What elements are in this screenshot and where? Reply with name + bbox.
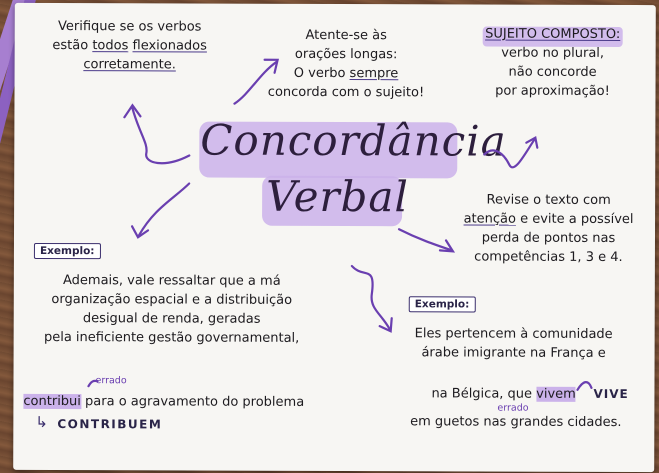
arrow-to-top-center	[233, 60, 278, 105]
arrow-correction-right	[576, 381, 593, 391]
arrow-to-right-example-head	[378, 317, 393, 333]
arrow-to-right-tip	[397, 228, 454, 252]
arrow-to-left-example-head	[130, 225, 150, 239]
arrow-to-top-center-head	[263, 58, 280, 74]
arrow-to-right-example	[350, 264, 391, 331]
connector-arrows	[87, 58, 593, 391]
arrow-error-left	[87, 379, 99, 388]
mind-map-sheet: Concordância Verbal Verifique se os verb…	[13, 2, 656, 473]
arrow-to-top-left-head	[123, 103, 142, 119]
arrow-to-left-example	[137, 182, 191, 237]
arrow-to-top-left	[131, 107, 191, 165]
arrow-to-right-tip-head	[438, 239, 456, 253]
arrow-to-top-right-head	[525, 136, 539, 149]
arrow-to-top-right	[483, 138, 536, 169]
